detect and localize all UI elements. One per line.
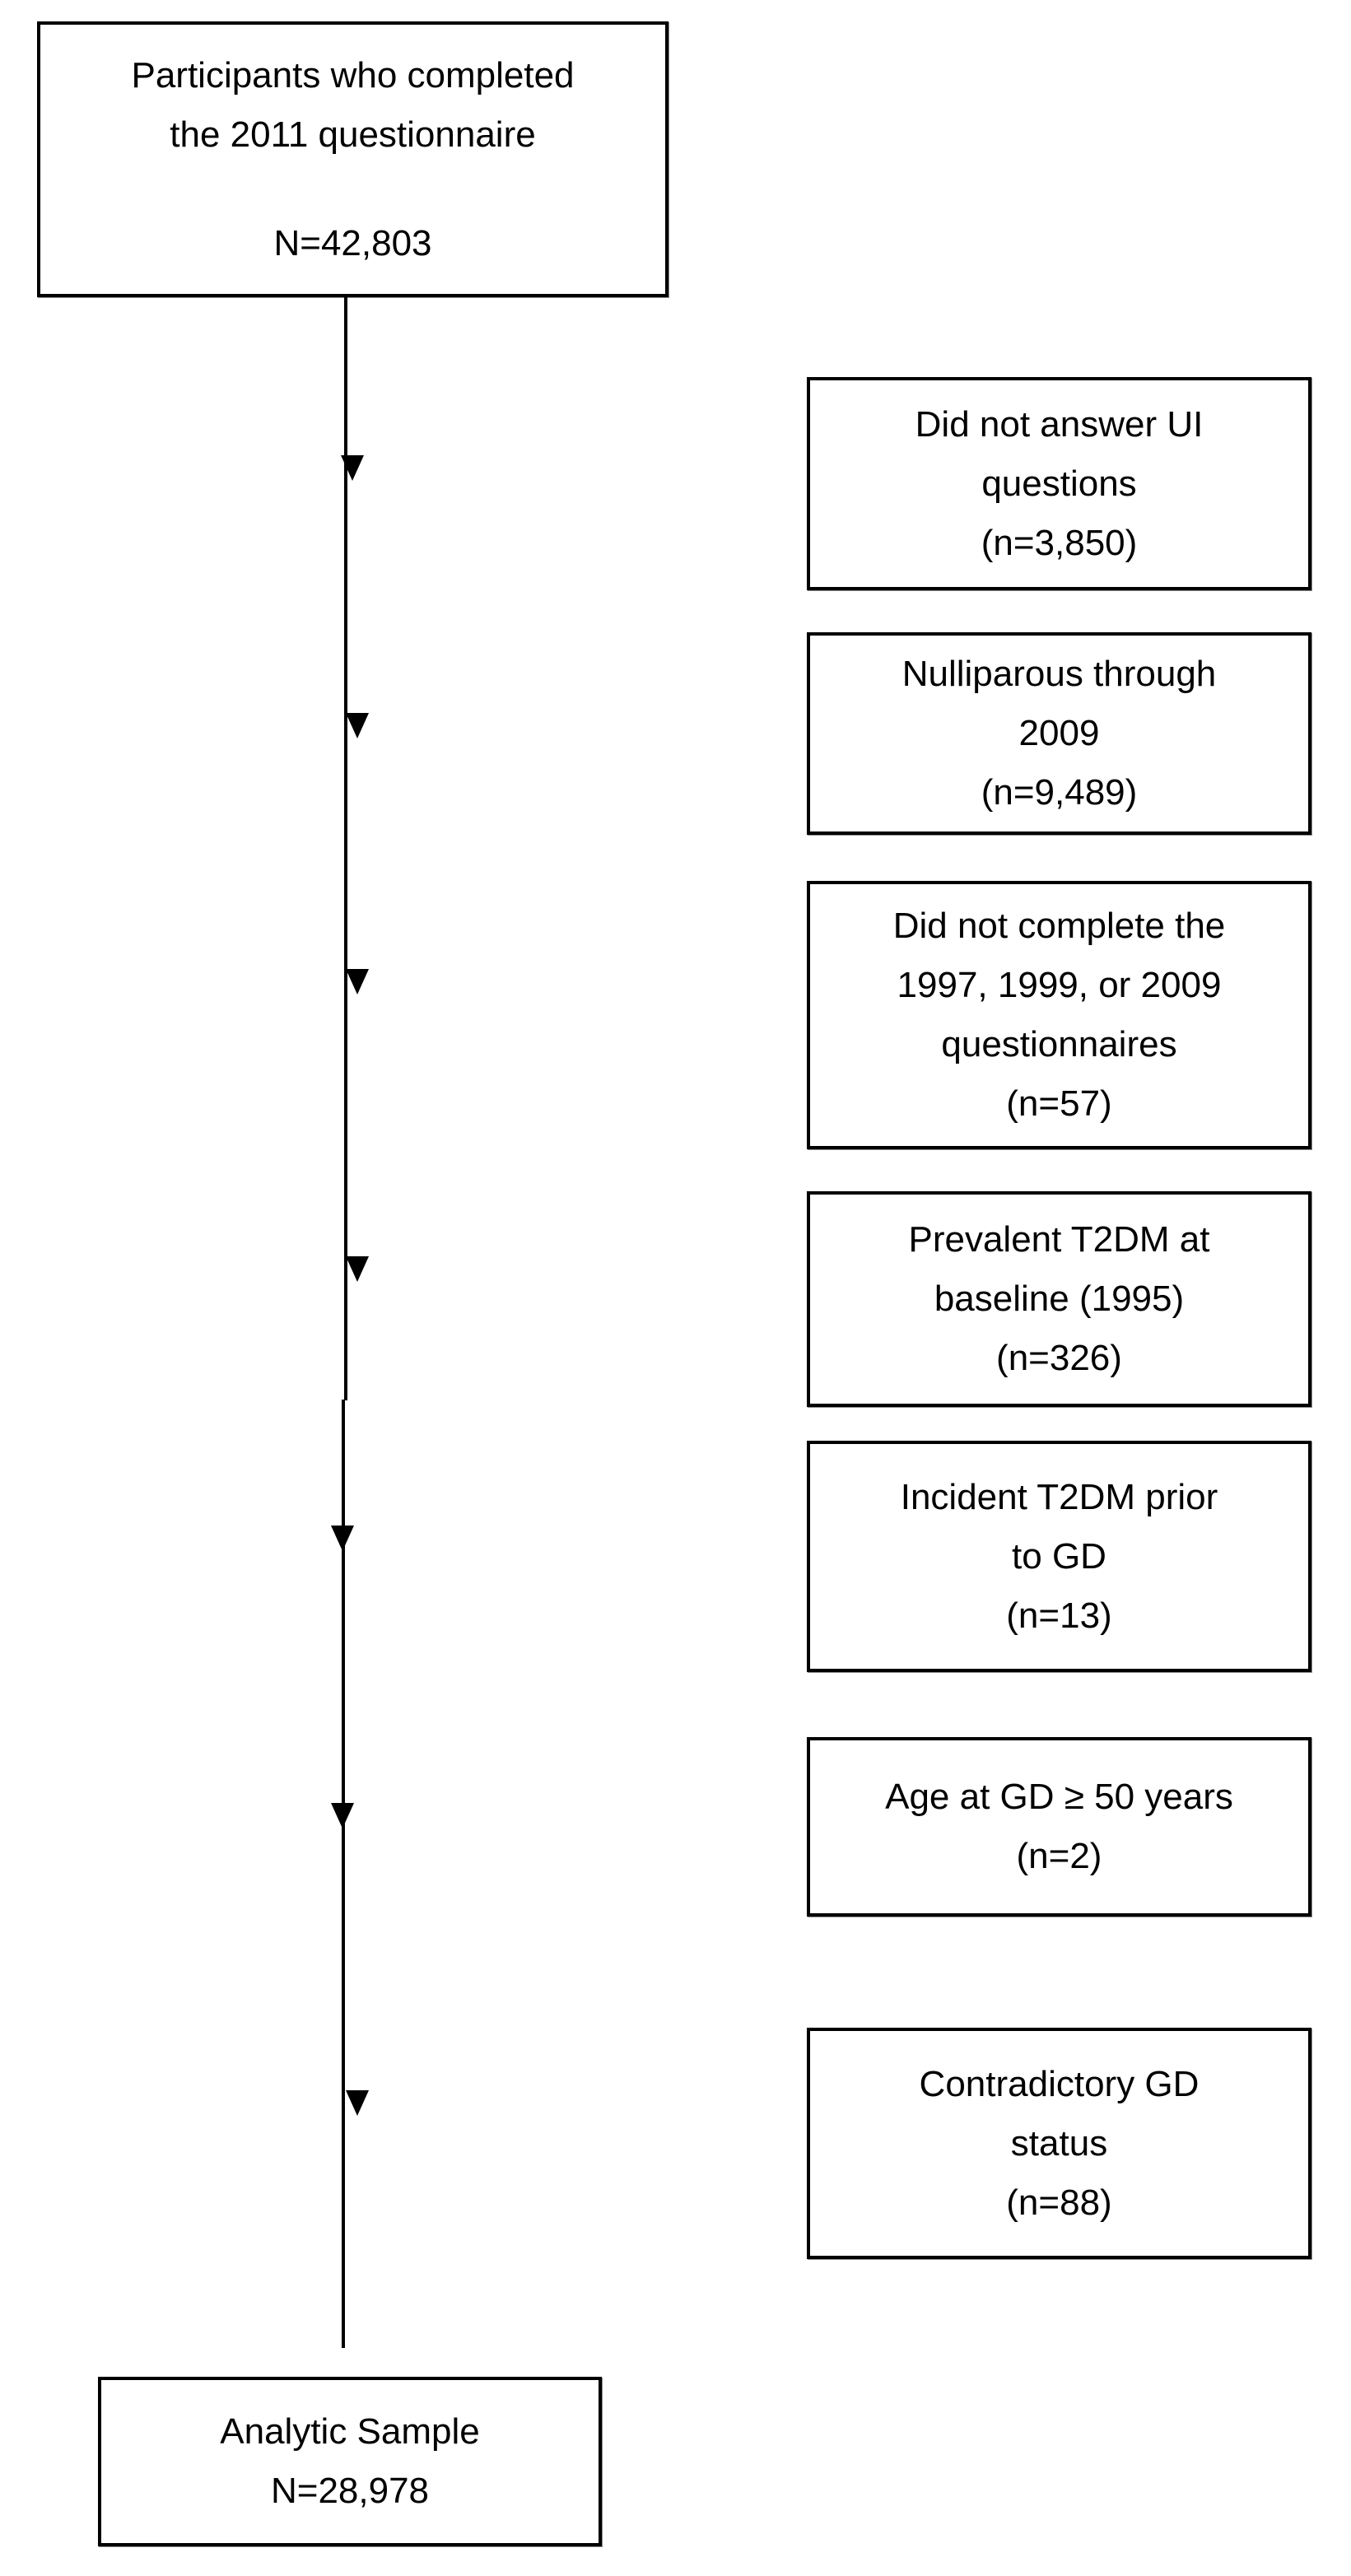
exclusion-count: (n=2) bbox=[1016, 1836, 1102, 1876]
exclusion-label: baseline (1995) bbox=[934, 1279, 1185, 1319]
exclusion-label: questions bbox=[981, 463, 1137, 504]
arrow-down-icon bbox=[346, 1256, 369, 1282]
exclusion-label: 1997, 1999, or 2009 bbox=[897, 965, 1222, 1005]
exclusion-label: Incident T2DM prior bbox=[900, 1476, 1218, 1517]
participants-label-line-1: Participants who completed bbox=[131, 54, 575, 95]
exclusion-label: to GD bbox=[1012, 1535, 1106, 1577]
exclusion-box-nulliparous: Nulliparous through 2009 (n=9,489) bbox=[807, 632, 1311, 835]
exclusion-box-ui-questions: Did not answer UI questions (n=3,850) bbox=[807, 377, 1311, 590]
arrow-down-icon bbox=[346, 969, 369, 995]
participants-count: N=42,803 bbox=[273, 222, 432, 263]
arrow-down-icon bbox=[346, 713, 369, 738]
exclusion-count: (n=57) bbox=[1006, 1083, 1112, 1124]
exclusion-label: Age at GD ≥ 50 years bbox=[885, 1777, 1233, 1817]
exclusion-label: status bbox=[1010, 2122, 1108, 2164]
exclusion-box-age-at-gd: Age at GD ≥ 50 years (n=2) bbox=[807, 1737, 1311, 1917]
analytic-sample-box: Analytic Sample N=28,978 bbox=[98, 2377, 602, 2546]
exclusion-box-prevalent-t2dm: Prevalent T2DM at baseline (1995) (n=326… bbox=[807, 1191, 1311, 1407]
exclusion-count: (n=3,850) bbox=[981, 522, 1138, 563]
exclusion-count: (n=88) bbox=[1006, 2182, 1112, 2223]
participants-label-line-2: the 2011 questionnaire bbox=[170, 114, 536, 155]
exclusion-label: Nulliparous through bbox=[901, 654, 1217, 694]
main-flow-line-upper bbox=[344, 297, 347, 1400]
exclusion-label: Prevalent T2DM at bbox=[908, 1219, 1210, 1260]
analytic-sample-label: Analytic Sample bbox=[220, 2411, 480, 2452]
exclusion-label: Did not answer UI bbox=[915, 403, 1204, 445]
exclusion-count: (n=13) bbox=[1006, 1595, 1112, 1636]
main-flow-line-lower bbox=[342, 1400, 345, 2348]
exclusion-box-incident-t2dm: Incident T2DM prior to GD (n=13) bbox=[807, 1441, 1311, 1672]
arrow-down-icon bbox=[331, 1803, 354, 1828]
exclusion-label: Contradictory GD bbox=[919, 2063, 1200, 2104]
analytic-sample-count: N=28,978 bbox=[270, 2471, 430, 2511]
exclusion-label: questionnaires bbox=[941, 1024, 1177, 1064]
arrow-down-icon bbox=[346, 2090, 369, 2116]
exclusion-label: 2009 bbox=[1018, 713, 1100, 753]
exclusion-label: Did not complete the bbox=[892, 906, 1226, 946]
arrow-down-icon bbox=[331, 1526, 354, 1551]
participants-box: Participants who completed the 2011 ques… bbox=[37, 21, 669, 297]
exclusion-count: (n=9,489) bbox=[981, 772, 1138, 813]
exclusion-box-contradictory-gd: Contradictory GD status (n=88) bbox=[807, 2028, 1311, 2259]
exclusion-box-missing-questionnaires: Did not complete the 1997, 1999, or 2009… bbox=[807, 881, 1311, 1149]
exclusion-count: (n=326) bbox=[996, 1338, 1122, 1378]
arrow-down-icon bbox=[341, 455, 364, 481]
